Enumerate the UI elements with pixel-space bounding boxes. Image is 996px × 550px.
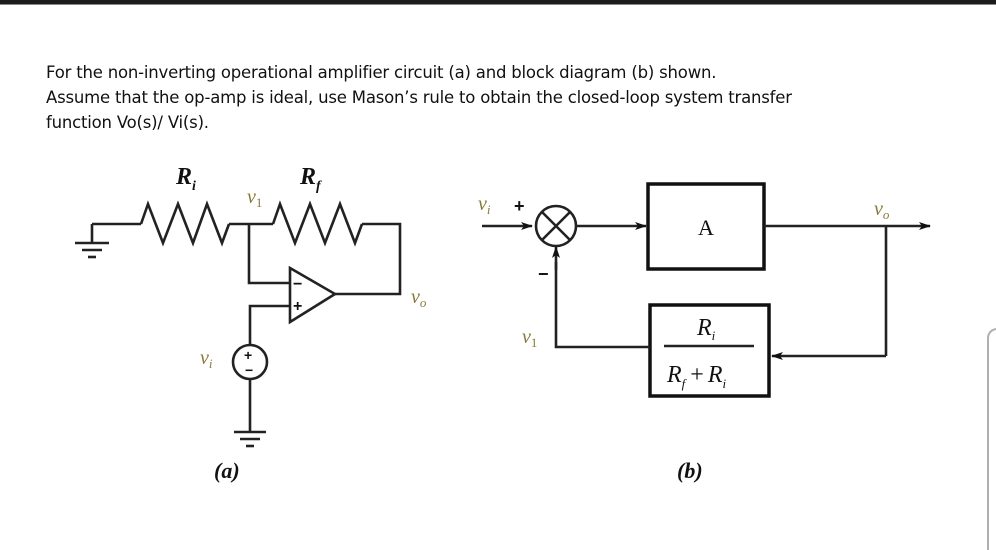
feedback-numerator: Ri xyxy=(696,315,716,343)
question-line-1: For the non-inverting operational amplif… xyxy=(46,63,717,82)
block-diagram-b: A Ri Rf+Ri vi + − vo v1 (b) xyxy=(478,182,931,483)
source-minus-sign: − xyxy=(245,362,253,378)
label-vo-block: vo xyxy=(874,198,890,222)
question-line-2: Assume that the op-amp is ideal, use Mas… xyxy=(46,88,792,107)
opamp-symbol xyxy=(288,265,338,325)
summer-minus-sign: − xyxy=(538,264,549,284)
label-vi-source: vi xyxy=(200,347,213,371)
caption-a: (a) xyxy=(214,458,240,483)
feedback-denominator: Rf+Ri xyxy=(666,362,727,391)
label-vo-circuit: vo xyxy=(411,286,427,310)
label-v1-block: v1 xyxy=(522,326,537,350)
window-top-bar xyxy=(0,0,996,5)
ground-icon-bottom xyxy=(234,430,266,448)
label-ri: Ri xyxy=(175,164,196,194)
block-a xyxy=(646,182,766,271)
summer-plus-sign: + xyxy=(514,196,525,216)
resistor-rf xyxy=(271,200,364,247)
wire-rf-to-output xyxy=(335,222,402,296)
wire-noninverting-to-source xyxy=(248,304,290,345)
resistor-ri xyxy=(139,200,231,247)
opamp-minus-sign: − xyxy=(293,276,302,293)
question-line-3: function Vo(s)/ Vi(s). xyxy=(46,113,209,132)
caption-b: (b) xyxy=(677,458,703,483)
source-plus-sign: + xyxy=(244,347,252,363)
wire-v1-to-inverting xyxy=(247,224,290,285)
label-v1-node: v1 xyxy=(247,186,262,210)
wire-feedback-to-v1 xyxy=(554,262,650,349)
question-text: For the non-inverting operational amplif… xyxy=(46,60,966,135)
circuit-a: − + + − Ri Rf v1 vo vi (a) xyxy=(75,164,427,483)
label-rf: Rf xyxy=(299,164,322,194)
summing-junction-icon xyxy=(534,204,578,248)
ground-icon-left xyxy=(75,224,109,259)
block-feedback xyxy=(648,303,771,398)
block-a-label: A xyxy=(698,215,714,240)
opamp-plus-sign: + xyxy=(293,298,302,315)
side-panel-edge xyxy=(987,328,996,550)
label-vi-block: vi xyxy=(478,193,491,217)
